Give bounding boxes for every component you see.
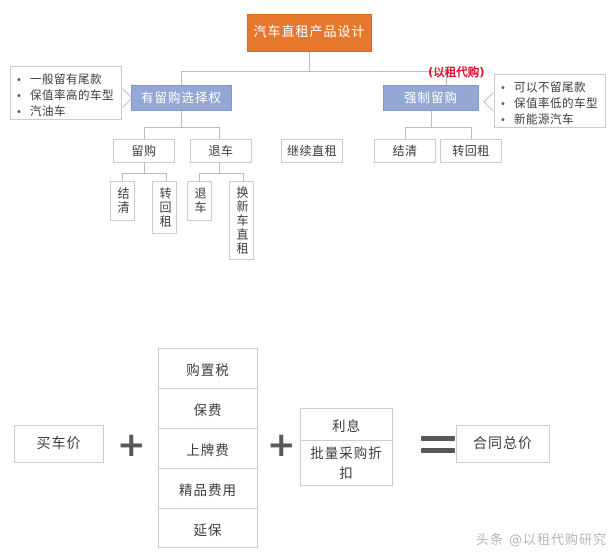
connector-tuiche-to-huanxinche: [243, 173, 244, 181]
connector-left-branch-stem: [181, 111, 182, 127]
connector-tuiche-to-tuiche2: [199, 173, 200, 181]
branch-box-left: 有留购选择权: [131, 85, 232, 111]
rent-to-own-tag: (以租代购): [428, 65, 485, 79]
watermark: 头条 @以租代购研究: [475, 533, 607, 548]
left-note-text: 保值率高的车型: [30, 88, 114, 102]
left-note-item: • 保值率高的车型: [16, 88, 115, 104]
stack-cell: 购置税: [159, 349, 257, 389]
connector-liugou-to-jieqing: [122, 173, 123, 181]
stack-cell: 延保: [193, 523, 223, 539]
right-note-text: 新能源汽车: [514, 112, 574, 126]
formula-equals: [421, 436, 455, 453]
bullet-icon: •: [500, 83, 507, 94]
left-note-text: 一般留有尾款: [30, 72, 102, 86]
formula-plus-2: +: [267, 425, 296, 465]
connector-to-tuiche: [219, 127, 220, 139]
node-tuiche: 退车: [190, 139, 252, 163]
equals-bar-top: [421, 436, 455, 441]
connector-trunk-vertical: [309, 52, 310, 71]
node-tuiche-child-label: 退车: [193, 187, 207, 215]
node-liugou: 留购: [113, 139, 175, 163]
connector-right-branch-stem: [431, 111, 432, 127]
connector-tuiche-stem: [219, 163, 220, 173]
connector-right-branch-bar: [405, 127, 471, 128]
node-zhuanhuizu-left-label: 转回租: [158, 186, 172, 229]
node-zhuanhuizu-right: 转回租: [440, 139, 502, 163]
connector-to-right-branch: [446, 71, 447, 85]
right-note-item: • 新能源汽车: [500, 112, 599, 128]
title-box-label: 汽车直租产品设计: [253, 25, 366, 40]
node-jixuzhizu-label: 继续直租: [286, 144, 337, 158]
connector-liugou-stem: [144, 163, 145, 173]
node-jieqing-left-label: 结清: [116, 187, 130, 215]
left-note-text: 汽油车: [30, 104, 66, 118]
right-note-text: 保值率低的车型: [514, 96, 598, 110]
node-zhuanhuizu-right-label: 转回租: [452, 144, 490, 158]
arrow-left-icon: [482, 92, 494, 112]
title-box: 汽车直租产品设计: [247, 14, 372, 52]
formula-discount-stack: 利息 批量采购折扣: [300, 408, 393, 486]
right-note-item: • 保值率低的车型: [500, 96, 599, 112]
stack-cell: 保费: [159, 389, 257, 429]
connector-to-jixuzhizu: [405, 127, 406, 139]
formula-result-total: 合同总价: [456, 425, 550, 463]
node-jieqing-left: 结清: [110, 181, 135, 221]
node-liugou-label: 留购: [131, 144, 157, 158]
connector-to-left-branch: [181, 71, 182, 85]
right-note-box: • 可以不留尾款 • 保值率低的车型 • 新能源汽车: [494, 74, 606, 128]
formula-plus-1: +: [117, 425, 146, 465]
formula-fee-stack: 购置税 保费 上牌费 精品费用 延保: [158, 348, 258, 548]
node-tuiche-label: 退车: [208, 144, 234, 158]
node-jieqing-right: 结清: [374, 139, 436, 163]
branch-box-left-label: 有留购选择权: [140, 90, 222, 105]
stack-cell: 利息: [301, 409, 392, 441]
bullet-icon: •: [500, 115, 507, 126]
stack-cell: 上牌费: [159, 429, 257, 469]
connector-tuiche-bar: [199, 173, 243, 174]
branch-box-right: 强制留购: [383, 85, 479, 111]
branch-box-right-label: 强制留购: [403, 90, 458, 105]
bullet-icon: •: [500, 99, 507, 110]
right-note-item: • 可以不留尾款: [500, 80, 599, 96]
bullet-icon: •: [16, 107, 23, 118]
equals-bar-bottom: [421, 448, 455, 453]
node-zhuanhuizu-left: 转回租: [152, 181, 177, 234]
bullet-icon: •: [16, 91, 23, 102]
left-note-box: • 一般留有尾款 • 保值率高的车型 • 汽油车: [10, 66, 122, 120]
connector-trunk-horizontal: [181, 71, 446, 72]
connector-left-branch-bar: [144, 127, 219, 128]
formula-term-car-price-label: 买车价: [36, 436, 82, 452]
node-huanxinchezhizu-label: 换新车直租: [235, 185, 249, 256]
connector-to-liugou: [144, 127, 145, 139]
right-note-text: 可以不留尾款: [514, 80, 586, 94]
bullet-icon: •: [16, 75, 23, 86]
node-jieqing-right-label: 结清: [392, 144, 418, 158]
node-jixuzhizu: 继续直租: [281, 139, 343, 163]
connector-liugou-bar: [122, 173, 166, 174]
left-note-item: • 一般留有尾款: [16, 72, 115, 88]
formula-result-total-label: 合同总价: [473, 436, 533, 452]
stack-cell: 批量采购折扣: [310, 445, 383, 482]
formula-term-car-price: 买车价: [14, 425, 104, 463]
stack-cell: 精品费用: [159, 469, 257, 509]
node-huanxinchezhizu: 换新车直租: [229, 181, 254, 260]
connector-liugou-to-zhuanhuizu: [166, 173, 167, 181]
node-tuiche-child: 退车: [187, 181, 212, 221]
connector-to-jieqing-right: [471, 127, 472, 139]
left-note-item: • 汽油车: [16, 104, 115, 120]
